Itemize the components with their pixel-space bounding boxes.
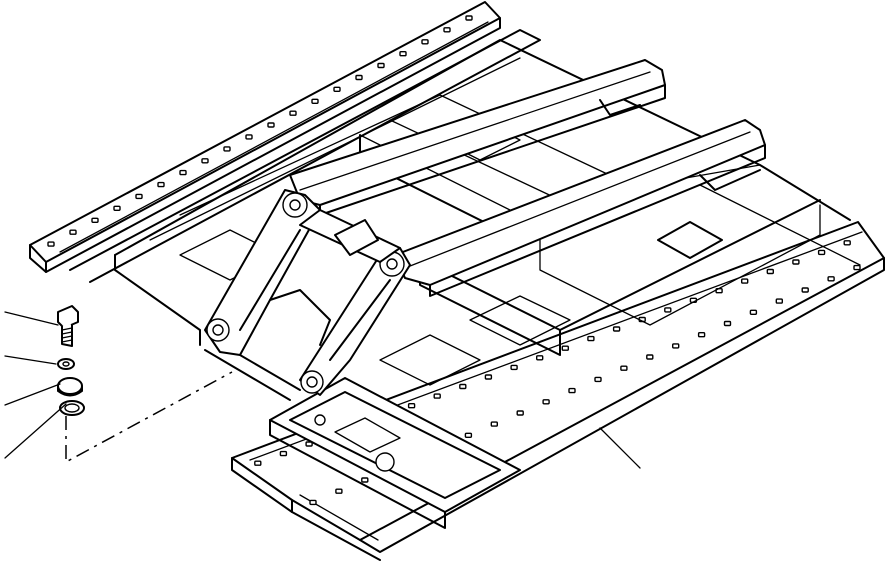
bolt-hole bbox=[490, 421, 498, 427]
bolt-hole bbox=[817, 249, 826, 256]
bolt-hole bbox=[792, 259, 800, 265]
bolt-hole bbox=[135, 193, 143, 200]
bolt-hole bbox=[399, 51, 407, 57]
bolt-hole bbox=[510, 364, 518, 371]
bolt-hole bbox=[433, 393, 441, 399]
center-frame-floor bbox=[114, 39, 861, 401]
bolt-hole bbox=[612, 326, 621, 332]
bolt-hole bbox=[587, 335, 595, 342]
bolt-hole bbox=[279, 450, 288, 457]
seal-ring-part bbox=[59, 400, 85, 416]
bolt-hole bbox=[267, 122, 275, 128]
assembly-centerline bbox=[65, 371, 233, 464]
bolt-hole bbox=[355, 74, 363, 81]
bolt-hole bbox=[459, 383, 467, 390]
boom-mount-tower-left bbox=[204, 189, 321, 356]
bolt-hole bbox=[749, 309, 758, 315]
bolt-hole bbox=[723, 320, 732, 327]
bolt-hole bbox=[664, 307, 672, 313]
bolt-hole bbox=[289, 110, 297, 116]
bolt-hole bbox=[853, 264, 861, 271]
bolt-hole bbox=[697, 332, 706, 338]
bolt-hole bbox=[561, 345, 569, 351]
bolt-hole bbox=[361, 477, 369, 483]
bolt-hole bbox=[421, 39, 429, 45]
bolt-hole bbox=[516, 410, 524, 416]
bolt-hole bbox=[305, 441, 313, 447]
bolt-hole bbox=[542, 399, 550, 405]
bolt-hole bbox=[766, 268, 774, 275]
bolt-part bbox=[57, 305, 79, 347]
cap-part bbox=[57, 377, 83, 397]
bolt-hole bbox=[311, 98, 319, 105]
bolt-hole bbox=[113, 205, 121, 212]
bolt-hole bbox=[775, 298, 783, 304]
bolt-hole bbox=[741, 278, 749, 284]
bolt-hole bbox=[843, 240, 851, 246]
bolt-hole bbox=[245, 134, 253, 140]
washer-part bbox=[57, 358, 75, 370]
bolt-hole bbox=[801, 287, 809, 293]
bolt-hole bbox=[827, 276, 835, 282]
boom-mount-tower-right bbox=[299, 247, 411, 396]
bolt-hole bbox=[333, 86, 341, 93]
bolt-hole bbox=[157, 181, 165, 188]
bolt-hole bbox=[672, 343, 680, 349]
bolt-hole bbox=[201, 158, 209, 164]
bolt-hole bbox=[443, 27, 451, 33]
bolt-hole bbox=[594, 376, 602, 383]
lower-side-rail bbox=[394, 119, 766, 297]
bolt-hole bbox=[223, 146, 231, 152]
bolt-hole bbox=[309, 499, 317, 506]
bolt-hole bbox=[484, 374, 493, 380]
left-deck-bolt-holes bbox=[47, 15, 473, 247]
bolt-hole bbox=[335, 488, 343, 494]
bolt-hole bbox=[407, 403, 416, 409]
leader-lines bbox=[4, 311, 641, 469]
bolt-hole bbox=[465, 15, 473, 21]
bolt-hole bbox=[179, 169, 187, 176]
bolt-hole bbox=[568, 387, 576, 394]
bolt-hole bbox=[377, 62, 385, 69]
bolt-hole bbox=[91, 217, 99, 224]
bolt-hole bbox=[254, 460, 262, 466]
boom-mount-cross-plate bbox=[239, 209, 401, 391]
bolt-hole bbox=[620, 365, 628, 371]
bolt-hole bbox=[47, 241, 55, 247]
bolt-hole bbox=[464, 432, 473, 438]
bolt-hole bbox=[536, 355, 544, 361]
bolt-hole bbox=[69, 229, 77, 235]
bolt-hole bbox=[646, 354, 654, 360]
